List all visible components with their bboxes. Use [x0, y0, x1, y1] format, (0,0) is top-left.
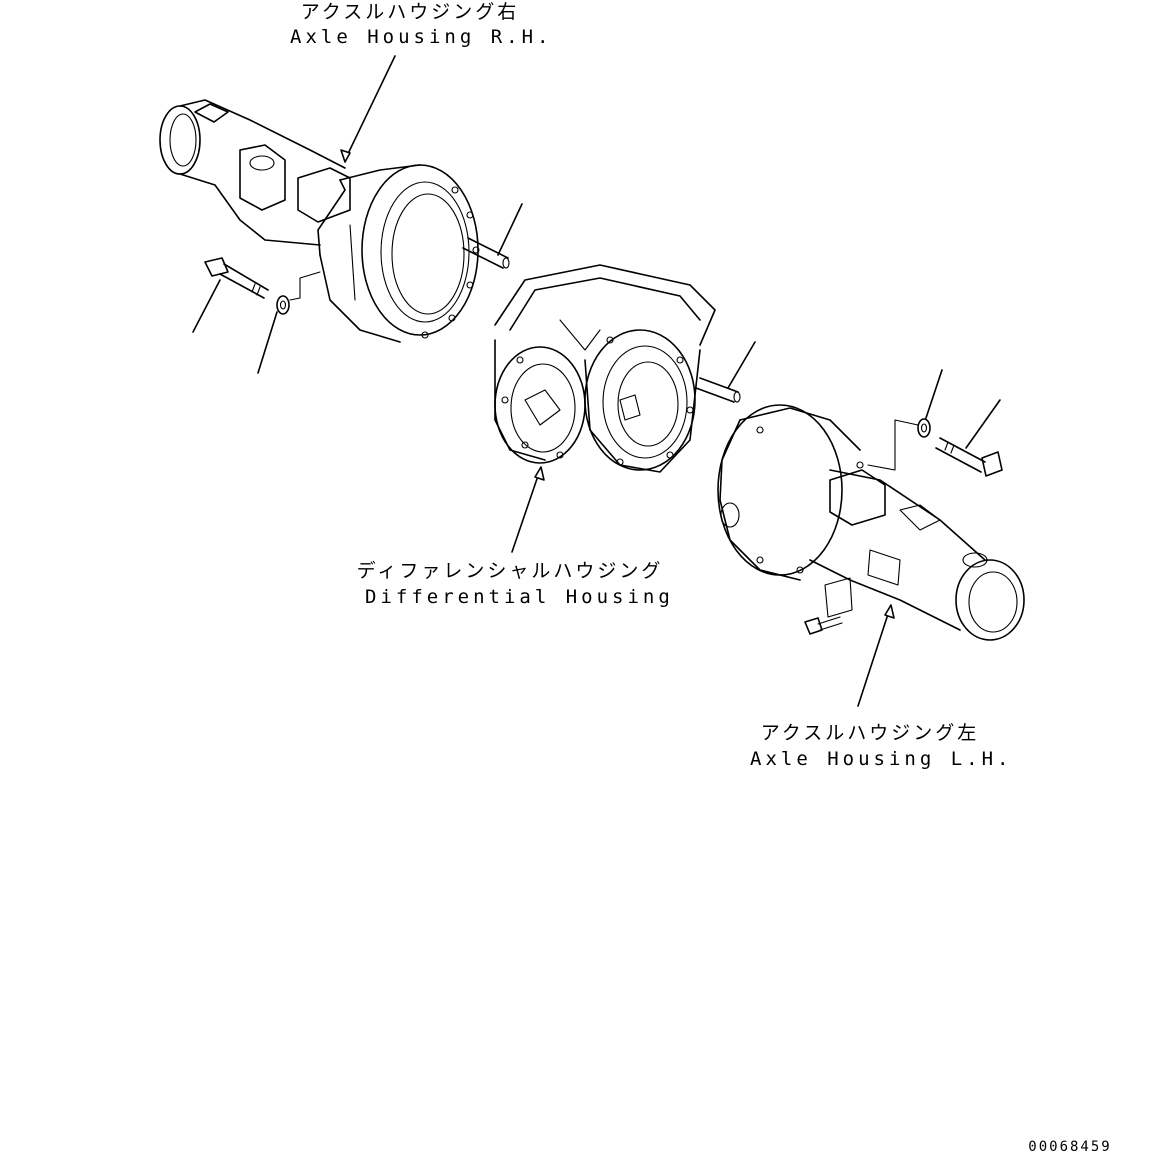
arrow-axle-lh — [884, 604, 895, 619]
bolt-right — [935, 437, 1003, 477]
leader-axle-lh — [857, 607, 891, 707]
arrow-differential — [534, 466, 545, 481]
leader-washer-right-link — [867, 419, 919, 471]
arrow-axle-rh — [340, 149, 351, 163]
washer-right — [917, 418, 931, 438]
dowel-pin-middle — [695, 377, 741, 403]
leader-bolt-left — [192, 279, 221, 333]
label-differential-housing-en: Differential Housing — [365, 586, 674, 608]
leader-washer-left-link — [289, 271, 321, 301]
leader-pin-upper — [497, 203, 523, 256]
differential-housing-part — [494, 264, 716, 473]
axle-housing-lh-part — [717, 404, 1025, 641]
leader-washer-left — [257, 311, 278, 374]
label-axle-housing-rh-en: Axle Housing R.H. — [290, 26, 553, 48]
label-axle-housing-rh-jp: アクスルハウジング右 — [300, 1, 520, 23]
label-axle-housing-lh-en: Axle Housing L.H. — [750, 748, 1013, 770]
leader-washer-right — [925, 369, 943, 419]
label-differential-housing-jp: ディファレンシャルハウジング — [356, 560, 664, 582]
leader-axle-rh — [344, 55, 396, 161]
leader-bolt-right — [965, 399, 1001, 449]
axle-housing-rh-part — [159, 99, 480, 343]
bolt-left — [204, 257, 269, 299]
nameplate-and-screw — [804, 577, 853, 635]
drawing-number: 00068459 — [1028, 1139, 1112, 1155]
dowel-pin-upper — [462, 237, 510, 269]
label-axle-housing-lh-jp: アクスルハウジング左 — [760, 722, 980, 744]
washer-left — [276, 295, 290, 315]
leader-pin-middle — [727, 341, 756, 389]
leader-differential — [511, 469, 541, 553]
